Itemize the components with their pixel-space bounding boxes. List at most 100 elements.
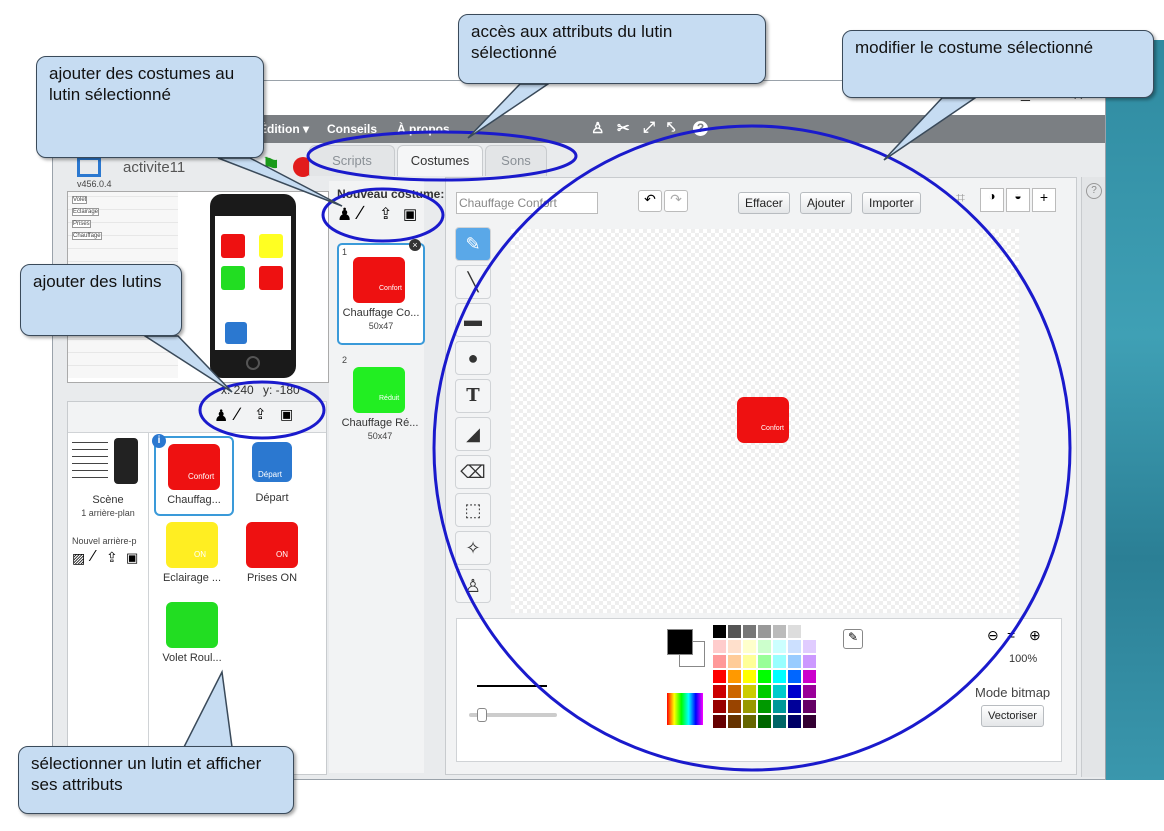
palette-swatch[interactable] xyxy=(773,685,786,698)
palette-swatch[interactable] xyxy=(743,640,756,653)
crop-icon[interactable]: ⌗ xyxy=(956,190,966,207)
redo-icon[interactable]: ↷ xyxy=(664,190,688,212)
sprite-tile-start[interactable]: Départ Départ xyxy=(234,436,310,512)
camera-backdrop-icon[interactable]: ▣ xyxy=(126,550,139,565)
costume-item-2[interactable]: 2 Réduit Chauffage Ré... 50x47 xyxy=(337,353,421,451)
line-tool[interactable]: ╲ xyxy=(455,265,491,299)
tab-scripts[interactable]: Scripts xyxy=(309,145,395,176)
canvas-costume-image[interactable]: Confort xyxy=(737,397,789,443)
palette-swatch[interactable] xyxy=(728,670,741,683)
palette-swatch[interactable] xyxy=(728,625,741,638)
palette-swatch[interactable] xyxy=(773,670,786,683)
palette-swatch[interactable] xyxy=(713,715,726,728)
import-button[interactable]: Importer xyxy=(862,192,921,214)
costume-library-icon[interactable]: ♟ xyxy=(337,205,353,224)
palette-swatch[interactable] xyxy=(788,625,801,638)
vectorize-button[interactable]: Vectoriser xyxy=(981,705,1044,727)
camera-costume-icon[interactable]: ▣ xyxy=(403,206,418,223)
zoom-out-icon[interactable]: ⊖ xyxy=(987,627,999,643)
palette-swatch[interactable] xyxy=(743,700,756,713)
palette-swatch[interactable] xyxy=(788,640,801,653)
color-spectrum[interactable] xyxy=(667,693,703,725)
menu-edit[interactable]: Édition ▾ xyxy=(259,122,310,136)
palette-swatch[interactable] xyxy=(758,655,771,668)
undo-icon[interactable]: ↶ xyxy=(638,190,662,212)
palette-swatch[interactable] xyxy=(728,685,741,698)
palette-swatch[interactable] xyxy=(758,700,771,713)
help-icon[interactable]: ? xyxy=(1086,183,1102,199)
palette-swatch[interactable] xyxy=(788,670,801,683)
slider-handle[interactable] xyxy=(477,708,487,722)
upload-backdrop-icon[interactable]: ⇪ xyxy=(106,549,118,565)
paint-new-sprite-icon[interactable]: ∕ xyxy=(236,404,240,424)
paint-costume-icon[interactable]: ∕ xyxy=(359,203,363,224)
scene-phone-thumb[interactable] xyxy=(114,438,138,484)
palette-swatch[interactable] xyxy=(773,625,786,638)
presentation-mode-icon[interactable] xyxy=(77,157,101,177)
palette-swatch[interactable] xyxy=(773,655,786,668)
palette-swatch[interactable] xyxy=(758,685,771,698)
palette-swatch[interactable] xyxy=(803,625,816,638)
palette-swatch[interactable] xyxy=(713,640,726,653)
palette-swatch[interactable] xyxy=(713,700,726,713)
palette-swatch[interactable] xyxy=(728,640,741,653)
palette-swatch[interactable] xyxy=(788,700,801,713)
camera-sprite-icon[interactable]: ▣ xyxy=(280,406,294,422)
palette-swatch[interactable] xyxy=(788,715,801,728)
palette-swatch[interactable] xyxy=(773,700,786,713)
tab-sounds[interactable]: Sons xyxy=(485,145,547,176)
menu-tips[interactable]: Conseils xyxy=(327,122,378,136)
palette-swatch[interactable] xyxy=(743,685,756,698)
magic-wand-tool[interactable]: ✧ xyxy=(455,531,491,565)
sprite-tile-plugs[interactable]: ON Prises ON xyxy=(234,516,310,592)
palette-swatch[interactable] xyxy=(803,670,816,683)
palette-swatch[interactable] xyxy=(713,625,726,638)
palette-swatch[interactable] xyxy=(758,670,771,683)
flip-vertical-icon[interactable]: ◒ xyxy=(1006,188,1030,212)
set-center-icon[interactable]: + xyxy=(1032,188,1056,212)
clear-button[interactable]: Effacer xyxy=(738,192,790,214)
stop-icon[interactable] xyxy=(293,157,313,177)
palette-swatch[interactable] xyxy=(713,670,726,683)
shrink-icon[interactable]: ⤣ xyxy=(667,119,676,136)
flip-horizontal-icon[interactable]: ◑ xyxy=(980,188,1004,212)
project-title[interactable]: activite11 xyxy=(123,159,186,176)
brush-tool[interactable]: ✎ xyxy=(455,227,491,261)
palette-swatch[interactable] xyxy=(773,715,786,728)
palette-swatch[interactable] xyxy=(803,700,816,713)
delete-costume-icon[interactable]: × xyxy=(409,239,421,251)
add-button[interactable]: Ajouter xyxy=(800,192,853,214)
color-palette[interactable] xyxy=(713,625,833,735)
fill-tool[interactable]: ◢ xyxy=(455,417,491,451)
palette-swatch[interactable] xyxy=(713,685,726,698)
palette-swatch[interactable] xyxy=(803,685,816,698)
costume-item-1[interactable]: 1 × Confort Chauffage Co... 50x47 xyxy=(337,239,425,345)
palette-swatch[interactable] xyxy=(743,655,756,668)
costume-name-input[interactable] xyxy=(456,192,598,214)
upload-sprite-icon[interactable]: ⇪ xyxy=(254,406,267,423)
duplicate-stamp-icon[interactable]: ♙ xyxy=(591,120,605,137)
sprite-tile-shutter[interactable]: Volet Roul... xyxy=(154,596,230,672)
palette-swatch[interactable] xyxy=(758,715,771,728)
palette-swatch[interactable] xyxy=(743,715,756,728)
ellipse-tool[interactable]: ● xyxy=(455,341,491,375)
brush-size-slider[interactable] xyxy=(469,708,557,722)
paint-backdrop-icon[interactable]: ∕ xyxy=(92,548,95,565)
cut-scissors-icon[interactable]: ✂ xyxy=(617,120,630,137)
choose-sprite-library-icon[interactable]: ♟ xyxy=(214,408,229,425)
eyedropper-icon[interactable]: ✎ xyxy=(843,629,863,649)
palette-swatch[interactable] xyxy=(803,640,816,653)
eraser-tool[interactable]: ⌫ xyxy=(455,455,491,489)
tab-costumes[interactable]: Costumes xyxy=(397,145,483,176)
primary-color[interactable] xyxy=(667,629,693,655)
zoom-in-icon[interactable]: ⊕ xyxy=(1029,627,1041,643)
upload-costume-icon[interactable]: ⇪ xyxy=(379,206,393,223)
palette-swatch[interactable] xyxy=(803,715,816,728)
sprite-tile-heating[interactable]: Confort i Chauffag... xyxy=(152,434,234,516)
palette-swatch[interactable] xyxy=(728,700,741,713)
scene-floorplan-thumb[interactable] xyxy=(72,438,108,484)
palette-swatch[interactable] xyxy=(758,640,771,653)
palette-swatch[interactable] xyxy=(743,670,756,683)
select-tool[interactable]: ⬚ xyxy=(455,493,491,527)
palette-swatch[interactable] xyxy=(758,625,771,638)
